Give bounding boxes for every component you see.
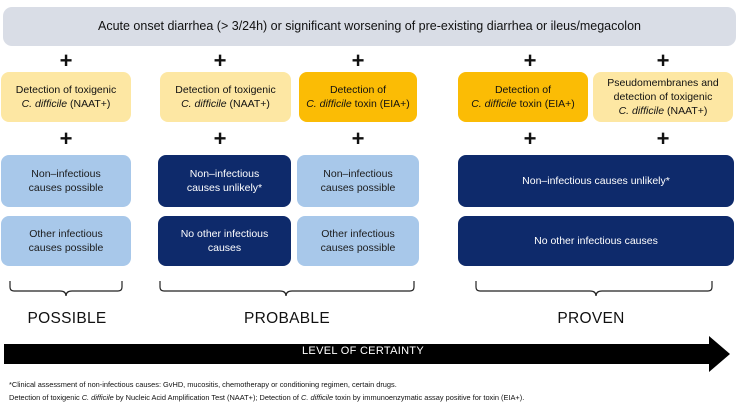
detection-box-proven-pseudomembranes: Pseudomembranes and detection of toxigen… bbox=[593, 72, 733, 122]
footnote-clinical-assessment: *Clinical assessment of non-infectious c… bbox=[9, 380, 397, 389]
plus-sign: + bbox=[523, 126, 537, 151]
noninfectious-box-probable-possible: Non–infectious causes possible bbox=[297, 155, 419, 207]
onset-criteria-box: Acute onset diarrhea (> 3/24h) or signif… bbox=[3, 7, 736, 46]
other-infectious-box-probable-possible: Other infectious causes possible bbox=[297, 216, 419, 266]
footnote-test-definitions: Detection of toxigenic C. difficile by N… bbox=[9, 393, 525, 402]
other-infectious-box-probable-none: No other infectious causes bbox=[158, 216, 291, 266]
plus-sign: + bbox=[523, 48, 537, 73]
bracket-probable bbox=[159, 281, 415, 297]
bracket-proven bbox=[475, 281, 713, 297]
noninfectious-box-proven: Non–infectious causes unlikely* bbox=[458, 155, 734, 207]
certainty-arrow bbox=[4, 336, 730, 372]
other-infectious-box-possible: Other infectious causes possible bbox=[1, 216, 131, 266]
plus-sign: + bbox=[656, 126, 670, 151]
arrow-label: LEVEL OF CERTAINTY bbox=[302, 345, 424, 357]
level-possible: POSSIBLE bbox=[27, 310, 107, 327]
plus-sign: + bbox=[656, 48, 670, 73]
noninfectious-box-probable-unlikely: Non–infectious causes unlikely* bbox=[158, 155, 291, 207]
bracket-possible bbox=[9, 281, 123, 297]
plus-sign: + bbox=[351, 48, 365, 73]
other-infectious-box-proven: No other infectious causes bbox=[458, 216, 734, 266]
plus-sign: + bbox=[213, 126, 227, 151]
onset-criteria-text: Acute onset diarrhea (> 3/24h) or signif… bbox=[97, 19, 641, 34]
noninfectious-box-possible: Non–infectious causes possible bbox=[1, 155, 131, 207]
level-probable: PROBABLE bbox=[244, 310, 330, 327]
plus-sign: + bbox=[59, 126, 73, 151]
level-proven: PROVEN bbox=[557, 310, 625, 327]
plus-sign: + bbox=[59, 48, 73, 73]
plus-sign: + bbox=[351, 126, 365, 151]
plus-sign: + bbox=[213, 48, 227, 73]
